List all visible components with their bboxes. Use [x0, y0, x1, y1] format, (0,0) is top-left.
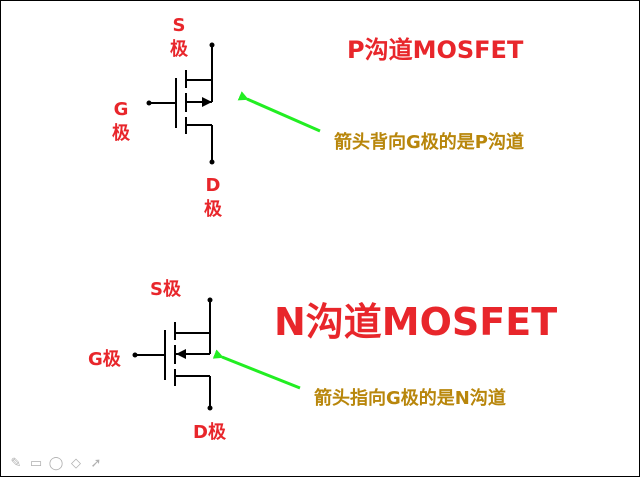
eraser-icon[interactable]: ◇ — [71, 456, 81, 471]
p-gate-label: G 极 — [112, 99, 130, 144]
n-mosfet-symbol — [132, 297, 213, 411]
cursor-icon[interactable]: ➚ — [90, 456, 102, 471]
slide-icon[interactable]: ▭ — [29, 456, 43, 471]
p-drain-terminal — [209, 159, 215, 165]
n-gate-label: G极 — [88, 349, 121, 370]
n-source-terminal — [207, 297, 213, 303]
p-title: P沟道MOSFET — [347, 36, 524, 64]
n-pointer-arrow — [212, 349, 301, 390]
n-channel-arrow — [176, 349, 186, 359]
p-source-label: S 极 — [170, 15, 188, 60]
n-note: 箭头指向G极的是N沟道 — [314, 388, 506, 409]
n-drain-terminal — [207, 405, 213, 411]
pen-icon[interactable]: ✎ — [10, 456, 22, 471]
p-pointer-arrow — [237, 91, 321, 133]
n-title: N沟道MOSFET — [274, 300, 558, 344]
n-drain-label: D极 — [193, 422, 226, 443]
p-source-terminal — [209, 42, 215, 48]
presentation-toolbar: ✎ ▭ ◯ ◇ ➚ — [8, 456, 104, 472]
n-gate-terminal — [132, 352, 138, 358]
p-note: 箭头背向G极的是P沟道 — [334, 132, 524, 153]
p-gate-terminal — [146, 100, 152, 106]
p-drain-label: D 极 — [204, 175, 222, 220]
ellipse-icon[interactable]: ◯ — [48, 456, 64, 471]
p-mosfet-symbol — [146, 42, 215, 165]
n-source-label: S极 — [150, 279, 181, 300]
p-channel-arrow — [202, 97, 212, 107]
